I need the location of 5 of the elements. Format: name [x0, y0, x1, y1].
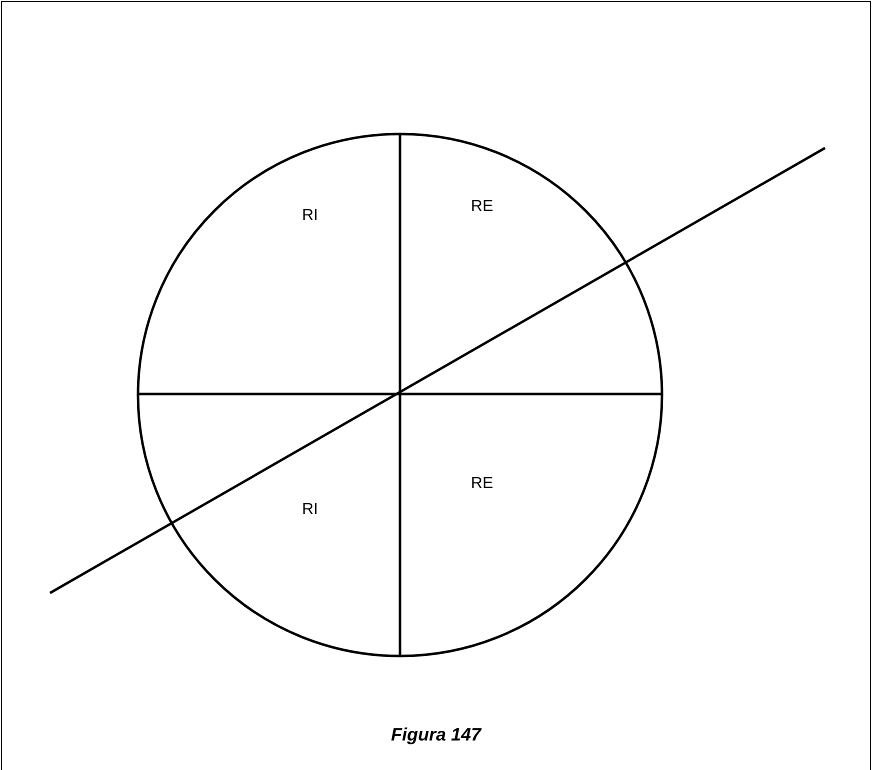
region-label: RI — [302, 207, 318, 225]
region-label: RI — [302, 501, 318, 519]
region-label: RE — [470, 198, 494, 216]
region-label: RE — [470, 475, 494, 493]
figure-caption: Figura 147 — [390, 724, 482, 746]
